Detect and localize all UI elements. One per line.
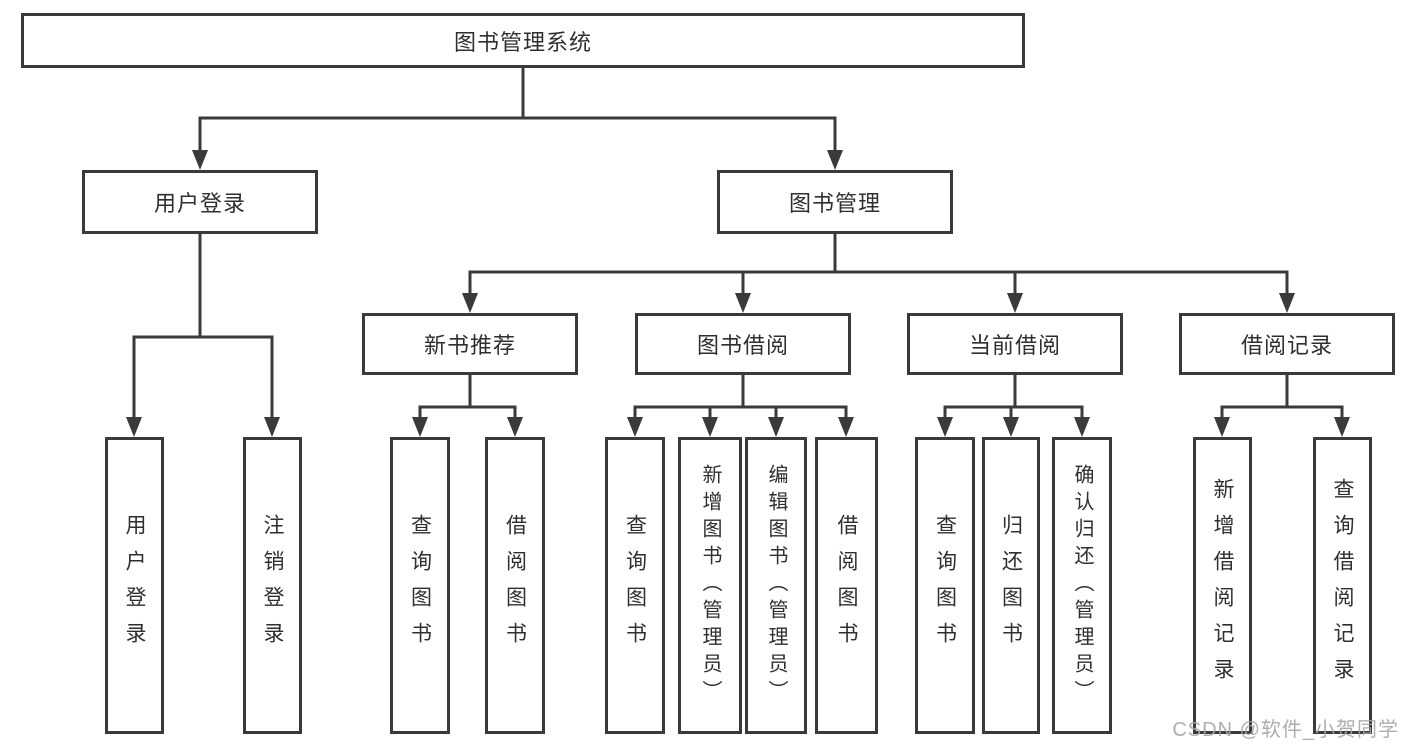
node-label: 图书管理	[788, 191, 881, 216]
watermark-text: CSDN @软件_小贺同学	[1172, 719, 1399, 741]
leaf-borrow-books: 借阅图书	[485, 437, 545, 734]
leaf-logout: 注销登录	[243, 437, 302, 734]
leaf-return-books: 归还图书	[982, 437, 1040, 734]
leaf-borrow-books: 借阅图书	[815, 437, 878, 734]
leaf-label: 归还图书	[999, 513, 1023, 658]
leaf-label: 编辑图书（管理员）	[765, 464, 787, 707]
leaf-edit-books-admin: 编辑图书（管理员）	[745, 437, 807, 734]
leaf-label: 查询借阅记录	[1331, 477, 1354, 694]
node-new-book-recommend: 新书推荐	[362, 313, 578, 375]
tree-edges	[132, 66, 1344, 421]
leaf-label: 查询图书	[623, 513, 647, 658]
leaf-label: 查询图书	[933, 513, 957, 658]
leaf-add-books-admin: 新增图书（管理员）	[678, 437, 742, 734]
leaf-label: 新增借阅记录	[1211, 477, 1234, 694]
leaf-label: 借阅图书	[503, 513, 527, 658]
leaf-label: 查询图书	[408, 513, 432, 658]
node-label: 借阅记录	[1240, 333, 1333, 358]
node-library-management-system: 图书管理系统	[21, 13, 1025, 68]
leaf-user-login: 用户登录	[105, 437, 164, 734]
leaf-query-books: 查询图书	[390, 437, 450, 734]
leaf-label: 借阅图书	[835, 513, 858, 658]
node-label: 当前借阅	[968, 333, 1061, 358]
node-current-borrow: 当前借阅	[907, 313, 1123, 375]
leaf-label: 用户登录	[123, 513, 146, 658]
leaf-query-books: 查询图书	[915, 437, 975, 734]
leaf-confirm-return-admin: 确认归还（管理员）	[1052, 437, 1112, 734]
leaf-label: 确认归还（管理员）	[1071, 464, 1093, 707]
node-user-login: 用户登录	[82, 170, 318, 234]
leaf-query-books: 查询图书	[605, 437, 665, 734]
node-label: 图书借阅	[696, 333, 789, 358]
node-book-management: 图书管理	[717, 170, 953, 234]
node-borrow-records: 借阅记录	[1179, 313, 1395, 375]
node-book-borrow: 图书借阅	[635, 313, 851, 375]
node-label: 新书推荐	[423, 333, 516, 358]
arrowheads	[126, 150, 1350, 437]
node-label: 用户登录	[153, 191, 246, 216]
leaf-query-borrow-record: 查询借阅记录	[1313, 437, 1372, 734]
leaf-add-borrow-record: 新增借阅记录	[1193, 437, 1252, 734]
node-label: 图书管理系统	[453, 29, 592, 55]
leaf-label: 注销登录	[261, 513, 284, 658]
leaf-label: 新增图书（管理员）	[699, 464, 721, 707]
